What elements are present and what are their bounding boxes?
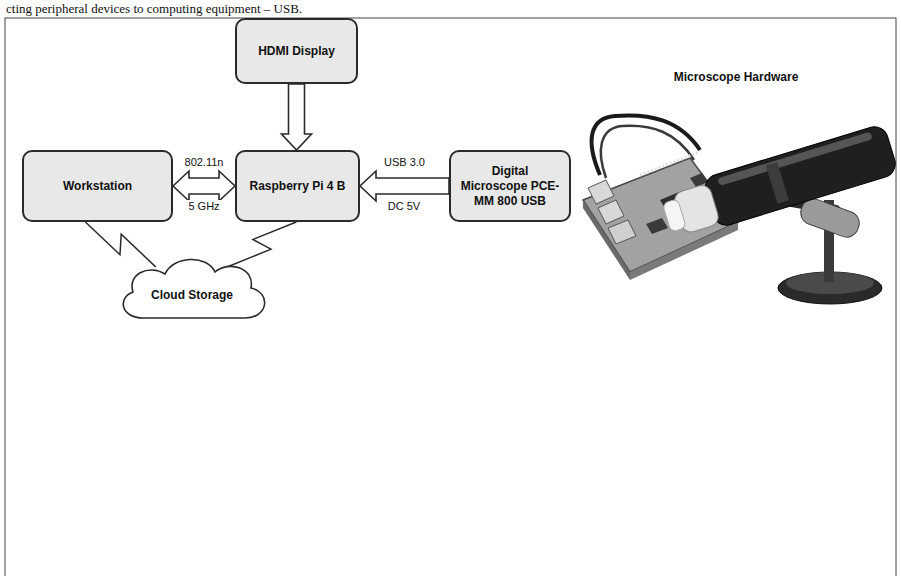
gpio-header <box>640 152 700 175</box>
cut-off-text: cting peripheral devices to computing eq… <box>4 1 304 16</box>
node-text: HDMI Display <box>258 44 335 59</box>
lightning-link <box>85 222 155 267</box>
controller-box: Raspberry Pi 4 B <box>235 150 360 222</box>
workstation-box: Workstation <box>22 150 173 222</box>
microscope-tube <box>702 123 899 228</box>
microscope-body <box>659 123 899 241</box>
lens <box>662 199 686 232</box>
node-text: Digital Microscope PCE-MM 800 USB <box>457 164 563 209</box>
pcb-edge <box>630 222 738 280</box>
display-box: HDMI Display <box>235 18 358 84</box>
microscope-box: Digital Microscope PCE-MM 800 USB <box>449 150 571 222</box>
cloud-node: Cloud Storage <box>113 252 271 328</box>
power-label: DC 5V <box>386 200 422 213</box>
focus-ring <box>766 162 789 204</box>
microscope-highlight <box>717 132 872 186</box>
ethernet-port <box>608 220 636 244</box>
cloud-outline <box>123 259 264 318</box>
edge-label: USB 3.0 <box>382 156 427 169</box>
node-text: Cloud Storage <box>151 288 233 303</box>
usb-port <box>588 180 614 204</box>
node-text: Raspberry Pi 4 B <box>249 179 345 194</box>
figure-heading: Microscope Hardware <box>672 71 801 84</box>
block-arrow <box>360 171 449 201</box>
lightning-link <box>228 222 297 267</box>
usb-port <box>598 200 624 224</box>
node-text: Workstation <box>63 179 132 194</box>
block-arrow <box>282 84 312 150</box>
band-label: 5 GHz <box>186 200 221 213</box>
block-arrow <box>173 171 235 201</box>
figure-frame <box>5 18 896 576</box>
memory-chip <box>646 218 668 234</box>
stand-clamp <box>797 196 862 241</box>
edge-label: 802.11n <box>183 156 226 169</box>
